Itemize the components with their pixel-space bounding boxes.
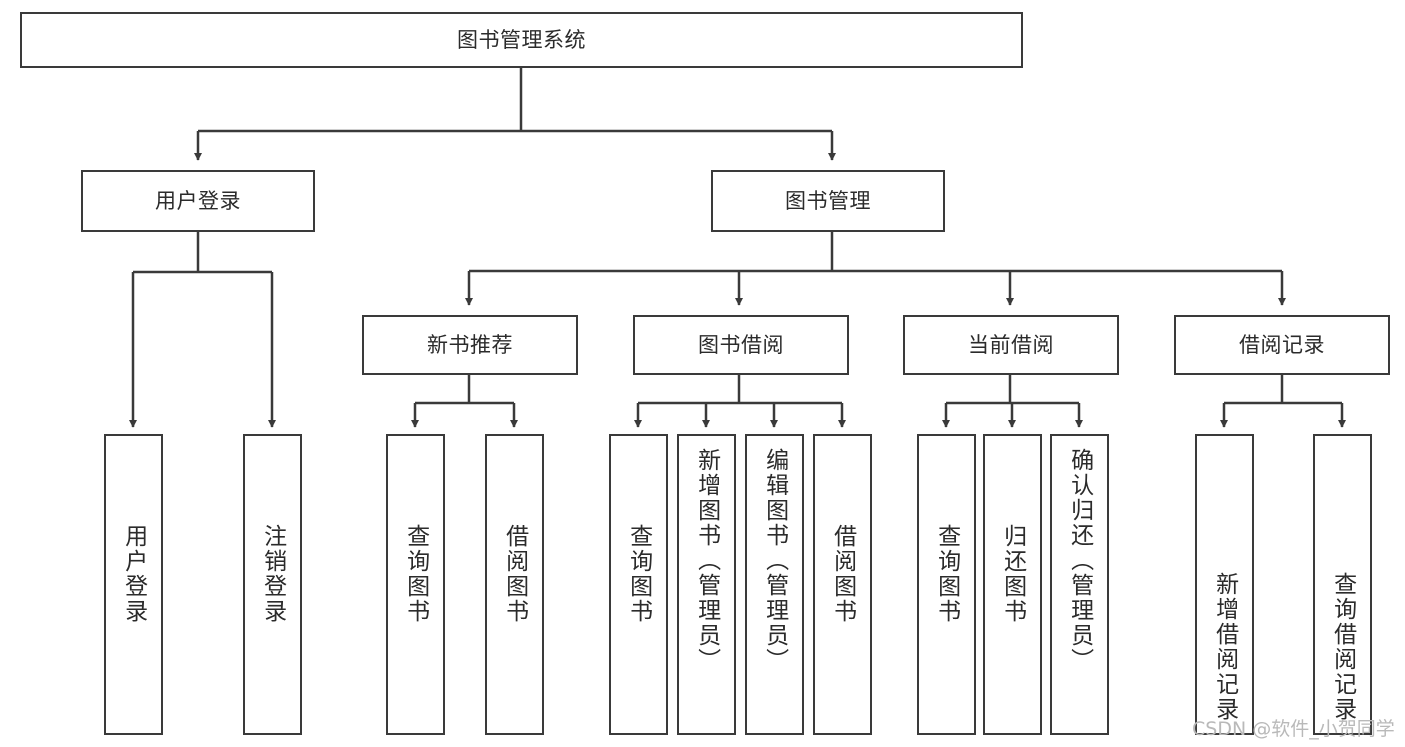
node-book-manage-label: 图书管理 <box>785 188 871 213</box>
node-leaf-return-book[interactable]: 归还图书 <box>983 434 1042 735</box>
node-leaf-query-record-label: 查询借阅记录 <box>1329 572 1356 722</box>
node-user-login-label: 用户登录 <box>155 188 241 213</box>
node-leaf-confirm-return[interactable]: 确认归还（管理员） <box>1050 434 1109 735</box>
node-book-manage[interactable]: 图书管理 <box>711 170 945 232</box>
node-leaf-query-book-1[interactable]: 查询图书 <box>386 434 445 735</box>
watermark: CSDN @软件_小贺同学 <box>1192 718 1395 740</box>
node-leaf-borrow-book-2[interactable]: 借阅图书 <box>813 434 872 735</box>
node-leaf-borrow-book-1[interactable]: 借阅图书 <box>485 434 544 735</box>
node-leaf-logout[interactable]: 注销登录 <box>243 434 302 735</box>
node-borrow-record-label: 借阅记录 <box>1239 332 1325 357</box>
node-book-borrow[interactable]: 图书借阅 <box>633 315 849 375</box>
node-leaf-query-book-2-label: 查询图书 <box>625 524 652 624</box>
node-current-borrow-label: 当前借阅 <box>968 332 1054 357</box>
node-leaf-add-record[interactable]: 新增借阅记录 <box>1195 434 1254 735</box>
node-book-borrow-label: 图书借阅 <box>698 332 784 357</box>
node-leaf-confirm-return-label: 确认归还（管理员） <box>1066 448 1093 673</box>
node-leaf-add-book-label: 新增图书（管理员） <box>693 448 720 673</box>
node-leaf-query-book-3-label: 查询图书 <box>933 524 960 624</box>
node-user-login[interactable]: 用户登录 <box>81 170 315 232</box>
node-leaf-add-record-label: 新增借阅记录 <box>1211 572 1238 722</box>
node-leaf-query-book-3[interactable]: 查询图书 <box>917 434 976 735</box>
node-leaf-logout-label: 注销登录 <box>259 524 286 624</box>
node-leaf-return-book-label: 归还图书 <box>999 524 1026 624</box>
node-new-book-recommend[interactable]: 新书推荐 <box>362 315 578 375</box>
node-root-label: 图书管理系统 <box>457 27 586 52</box>
node-current-borrow[interactable]: 当前借阅 <box>903 315 1119 375</box>
node-leaf-query-record[interactable]: 查询借阅记录 <box>1313 434 1372 735</box>
node-new-book-recommend-label: 新书推荐 <box>427 332 513 357</box>
node-leaf-user-login[interactable]: 用户登录 <box>104 434 163 735</box>
node-leaf-user-login-label: 用户登录 <box>120 524 147 624</box>
node-leaf-query-book-1-label: 查询图书 <box>402 524 429 624</box>
node-leaf-edit-book[interactable]: 编辑图书（管理员） <box>745 434 804 735</box>
node-borrow-record[interactable]: 借阅记录 <box>1174 315 1390 375</box>
node-leaf-add-book[interactable]: 新增图书（管理员） <box>677 434 736 735</box>
node-root[interactable]: 图书管理系统 <box>20 12 1023 68</box>
node-leaf-borrow-book-2-label: 借阅图书 <box>829 524 856 624</box>
node-leaf-query-book-2[interactable]: 查询图书 <box>609 434 668 735</box>
node-leaf-borrow-book-1-label: 借阅图书 <box>501 524 528 624</box>
node-leaf-edit-book-label: 编辑图书（管理员） <box>761 448 788 673</box>
